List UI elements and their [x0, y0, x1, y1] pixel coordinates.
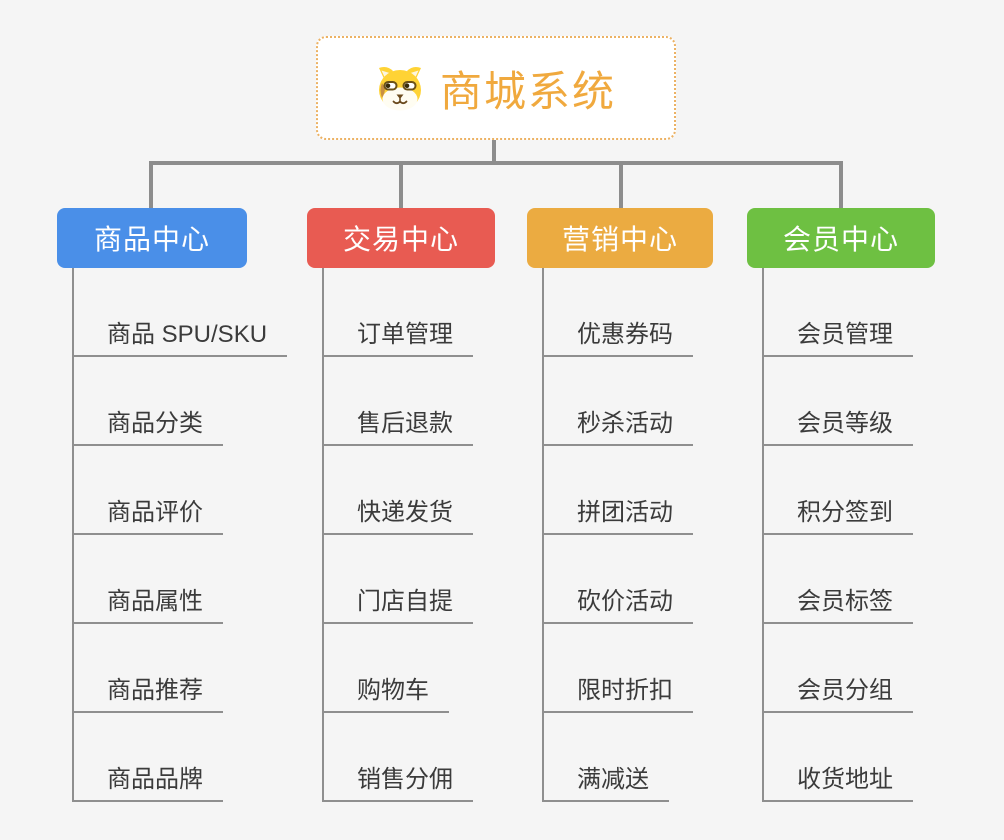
connector-stub-2 — [399, 161, 403, 208]
branch-column-marketing: 营销中心 优惠券码 秒杀活动 拼团活动 砍价活动 限时折扣 满减送 — [527, 208, 713, 828]
connector-spine — [762, 268, 764, 802]
root-node[interactable]: 商城系统 — [316, 36, 676, 140]
leaf-node[interactable]: 商品分类 — [72, 409, 223, 446]
connector-stub-1 — [149, 161, 153, 208]
category-label: 营销中心 — [561, 224, 678, 255]
leaf-node[interactable]: 收货地址 — [762, 765, 913, 802]
leaf-node[interactable]: 秒杀活动 — [542, 409, 693, 446]
category-label: 交易中心 — [342, 224, 459, 255]
category-node-products[interactable]: 商品中心 — [57, 208, 247, 268]
leaf-node[interactable]: 商品品牌 — [72, 765, 223, 802]
leaf-node[interactable]: 销售分佣 — [322, 765, 473, 802]
leaf-node[interactable]: 门店自提 — [322, 587, 473, 624]
branch-column-trade: 交易中心 订单管理 售后退款 快递发货 门店自提 购物车 销售分佣 — [307, 208, 495, 828]
leaf-node[interactable]: 优惠券码 — [542, 320, 693, 357]
leaf-node[interactable]: 拼团活动 — [542, 498, 693, 535]
leaf-node[interactable]: 购物车 — [322, 676, 449, 713]
leaf-node[interactable]: 商品属性 — [72, 587, 223, 624]
category-label: 商品中心 — [93, 224, 210, 255]
leaf-node[interactable]: 满减送 — [542, 765, 669, 802]
connector-spine — [322, 268, 324, 802]
branch-column-products: 商品中心 商品 SPU/SKU 商品分类 商品评价 商品属性 商品推荐 商品品牌 — [57, 208, 288, 828]
leaf-node[interactable]: 会员标签 — [762, 587, 913, 624]
leaf-node[interactable]: 商品评价 — [72, 498, 223, 535]
category-node-marketing[interactable]: 营销中心 — [527, 208, 713, 268]
category-node-trade[interactable]: 交易中心 — [307, 208, 495, 268]
category-node-members[interactable]: 会员中心 — [747, 208, 935, 268]
connector-stub-3 — [619, 161, 623, 208]
connector-spine — [542, 268, 544, 802]
leaf-node[interactable]: 会员分组 — [762, 676, 913, 713]
leaf-node[interactable]: 售后退款 — [322, 409, 473, 446]
leaf-node[interactable]: 订单管理 — [322, 320, 473, 357]
leaf-node[interactable]: 商品推荐 — [72, 676, 223, 713]
leaf-node[interactable]: 砍价活动 — [542, 587, 693, 624]
root-title: 商城系统 — [439, 67, 616, 115]
connector-root-stub — [492, 140, 496, 163]
connector-spine — [72, 268, 74, 802]
leaf-node[interactable]: 会员等级 — [762, 409, 913, 446]
leaf-node[interactable]: 会员管理 — [762, 320, 913, 357]
branch-column-members: 会员中心 会员管理 会员等级 积分签到 会员标签 会员分组 收货地址 — [747, 208, 935, 828]
shiba-dog-icon — [376, 65, 424, 111]
leaf-node[interactable]: 快递发货 — [322, 498, 473, 535]
connector-stub-4 — [839, 161, 843, 208]
connector-horizontal-bar — [149, 161, 843, 165]
leaf-node[interactable]: 积分签到 — [762, 498, 913, 535]
leaf-node[interactable]: 限时折扣 — [542, 676, 693, 713]
leaf-node[interactable]: 商品 SPU/SKU — [72, 320, 288, 357]
category-label: 会员中心 — [782, 224, 899, 255]
